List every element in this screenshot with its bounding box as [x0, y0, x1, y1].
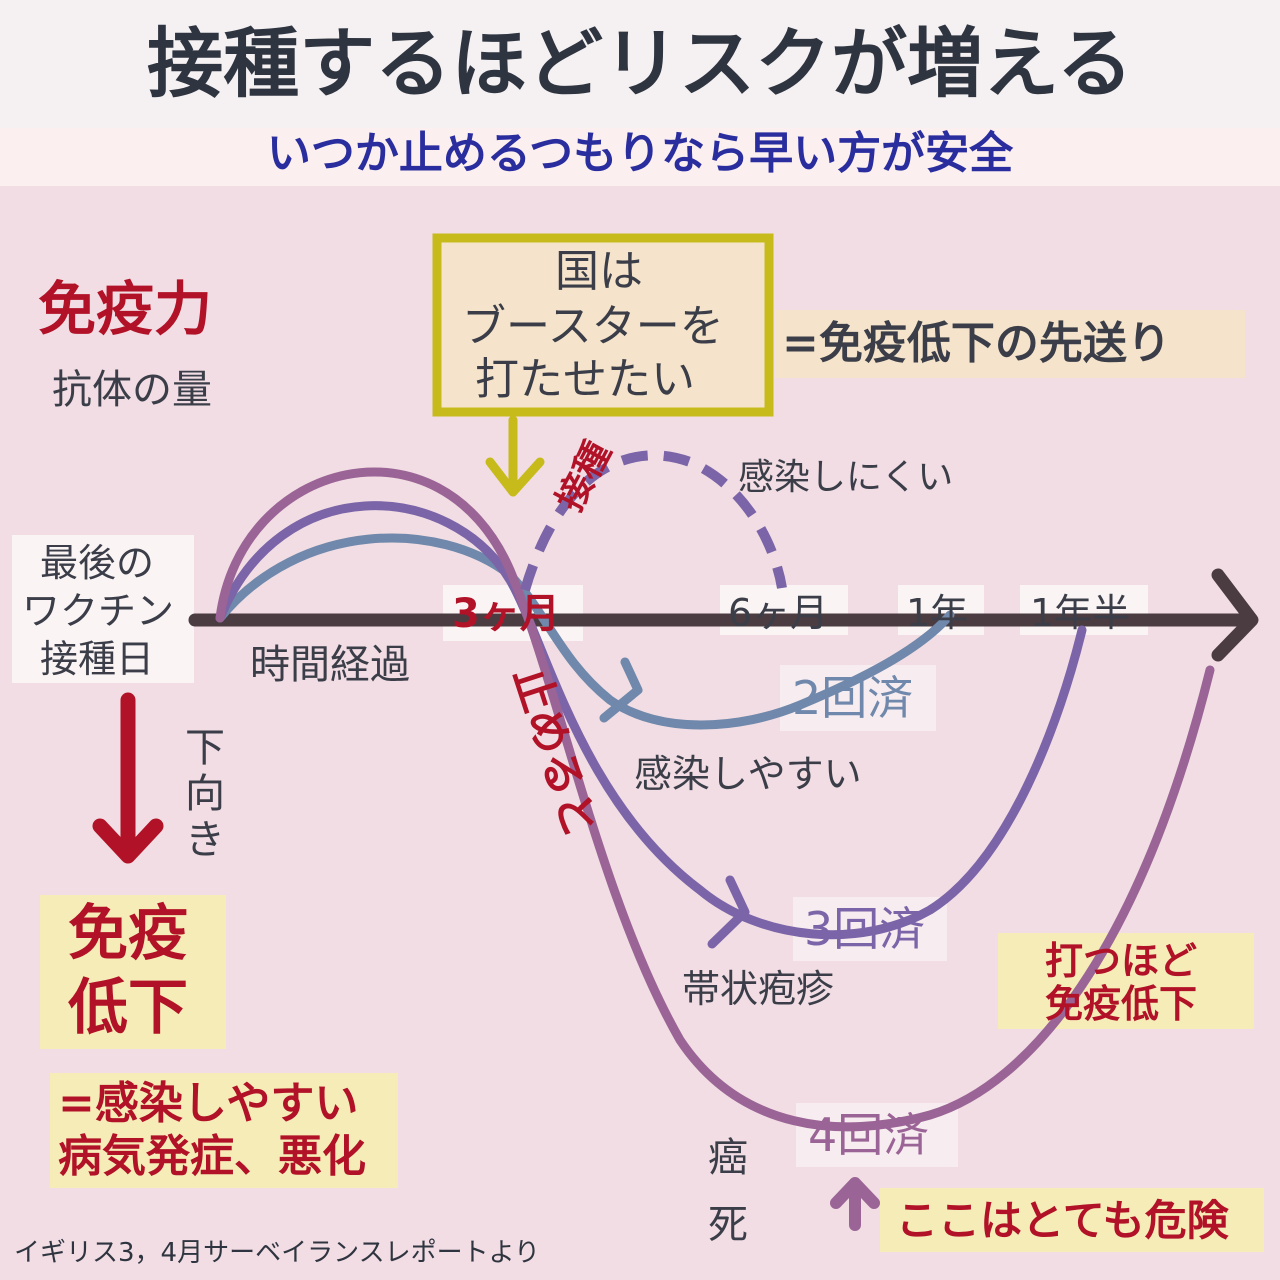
- callout-line-2: ブースターを: [462, 301, 724, 352]
- y-axis-sublabel: 抗体の量: [52, 367, 212, 413]
- curve-4-doses: [215, 467, 1215, 1132]
- x-axis-label: 時間経過: [250, 642, 410, 688]
- source-note: イギリス3，4月サーベイランスレポートより: [14, 1238, 541, 1268]
- title-banner: [0, 0, 1280, 128]
- direction-char-1: 下: [185, 725, 225, 771]
- subtitle-banner: [0, 128, 1280, 186]
- curve-2-arrowhead: [599, 657, 643, 723]
- tick-6-months: 6ヶ月: [728, 591, 829, 635]
- curve-3-doses: [215, 501, 1087, 940]
- callout-line-3: 打たせたい: [475, 354, 695, 405]
- more-shots-note-bg: [998, 933, 1254, 1029]
- immune-decline-line-1: 免疫: [68, 899, 188, 969]
- curve-3-arrowhead: [707, 875, 750, 949]
- origin-label-bg: [12, 535, 194, 683]
- page-title: 接種するほどリスクが増える: [147, 19, 1133, 108]
- callout-line-1: 国は: [555, 246, 643, 297]
- direction-char-2: 向: [185, 771, 225, 817]
- booster-dashed-curve: [520, 450, 787, 592]
- callout-pointer-head: [485, 457, 545, 497]
- danger-arrow-head: [830, 1177, 880, 1209]
- danger-note: ここはとても危険: [896, 1196, 1229, 1245]
- more-shots-line-1: 打つほど: [1045, 939, 1198, 983]
- tick-1-5-years: 1年半: [1030, 591, 1131, 635]
- down-arrow-head: [92, 818, 164, 864]
- death-label: 死: [708, 1202, 748, 1248]
- callout-box: [432, 233, 774, 417]
- immune-decline-bg: [40, 895, 226, 1049]
- more-shots-line-2: 免疫低下: [1045, 982, 1198, 1026]
- curve-3-label: 3回済: [804, 902, 926, 956]
- decline-meaning-line-1: =感染しやすい: [58, 1078, 359, 1129]
- origin-label-line-3: 接種日: [40, 637, 155, 681]
- callout-note-bg: [775, 310, 1245, 378]
- cancer-label: 癌: [708, 1135, 748, 1181]
- infection-resistant-label: 感染しにくい: [738, 457, 954, 498]
- time-axis-arrowhead: [1211, 568, 1259, 662]
- tick-6m-bg: [720, 585, 848, 635]
- origin-label-line-1: 最後の: [40, 541, 155, 585]
- direction-char-3: き: [185, 817, 225, 863]
- page-subtitle: いつか止めるつもりなら早い方が安全: [266, 128, 1014, 179]
- curve-4-label: 4回済: [808, 1108, 930, 1162]
- tick-3-months: 3ヶ月: [452, 591, 560, 637]
- immune-decline-line-2: 低下: [68, 973, 188, 1043]
- decline-meaning-bg: [50, 1073, 398, 1188]
- callout-note: =免疫低下の先送り: [782, 318, 1171, 369]
- tick-1-year: 1年: [906, 591, 969, 635]
- curve-2-label: 2回済: [792, 671, 914, 725]
- curve-2-doses: [215, 533, 955, 730]
- origin-label-line-2: ワクチン: [22, 589, 175, 633]
- decline-meaning-line-2: 病気発症、悪化: [58, 1131, 366, 1182]
- shingles-label: 帯状疱疹: [682, 967, 835, 1011]
- danger-note-bg: [880, 1188, 1264, 1252]
- infection-prone-label: 感染しやすい: [634, 752, 862, 796]
- y-axis-label: 免疫力: [38, 275, 213, 343]
